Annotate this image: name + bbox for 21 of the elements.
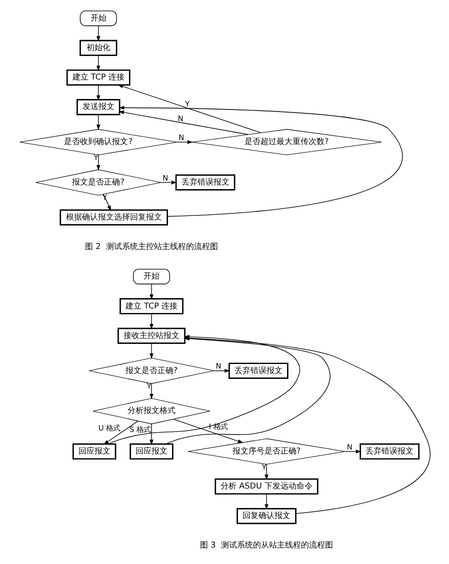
arrow (149, 313, 153, 330)
arrow (96, 55, 100, 72)
arrow (264, 464, 268, 480)
arrow (118, 110, 248, 135)
arrow (149, 424, 153, 446)
arrow (102, 420, 138, 445)
arrow (149, 383, 153, 400)
arrow (149, 342, 153, 359)
arrow (176, 140, 192, 144)
arrow (344, 450, 361, 454)
arrow (96, 84, 100, 101)
arrow (149, 284, 153, 300)
arrow (117, 84, 261, 134)
arrow (213, 368, 230, 373)
arrow (172, 418, 243, 443)
arrow (96, 26, 100, 42)
arrow (118, 106, 402, 217)
arrow (160, 180, 176, 184)
arrow (96, 154, 100, 171)
arrow (264, 494, 268, 510)
arrow (96, 114, 100, 130)
